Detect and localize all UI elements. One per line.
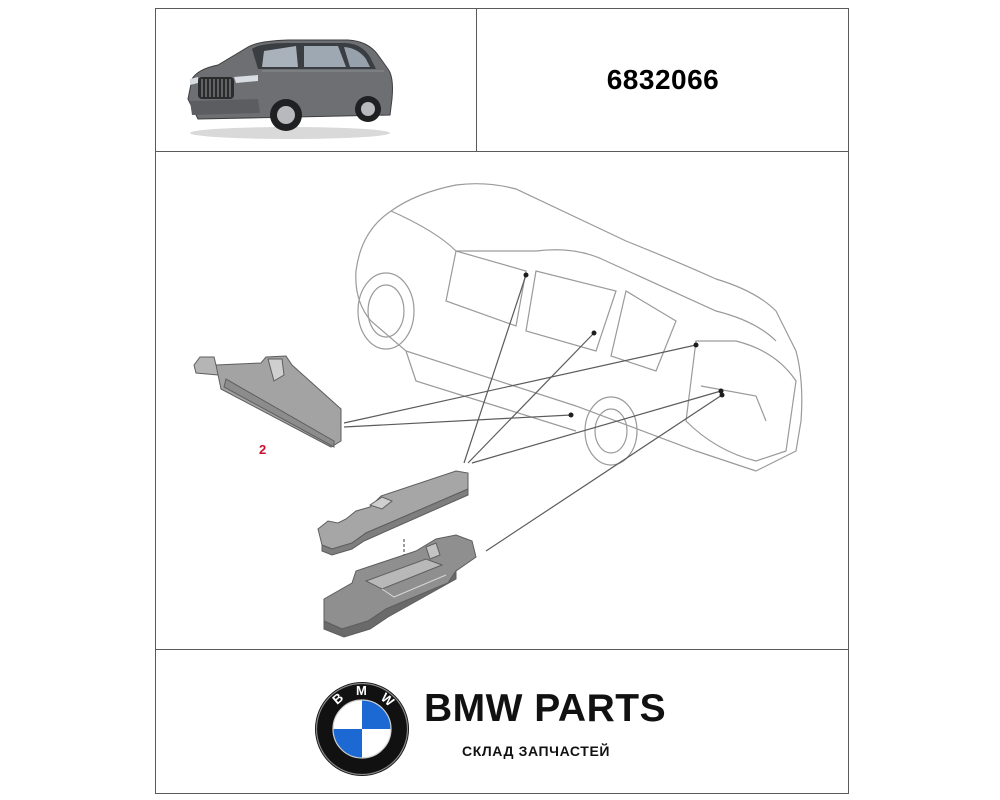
divider-footer: [156, 649, 848, 650]
divider-header: [156, 151, 848, 152]
divider-header-vertical: [476, 9, 477, 151]
svg-text:M: M: [356, 683, 367, 698]
part-number: 6832066: [606, 64, 720, 95]
vehicle-outline: [355, 183, 803, 472]
parts-diagram: 2: [193, 183, 803, 638]
leader-lines: [343, 274, 723, 571]
mounting-bracket: [323, 534, 477, 638]
sensor-module: [317, 470, 469, 556]
brand-footer: B M W BMW PARTS СКЛАД ЗАПЧАСТЕЙ: [156, 649, 850, 795]
parts-sheet-frame: 6832066: [155, 8, 849, 794]
bmw-logo: B M W: [315, 682, 409, 776]
brand-title: BMW PARTS: [424, 687, 667, 730]
vehicle-photo: [187, 39, 393, 139]
brand-subtitle: СКЛАД ЗАПЧАСТЕЙ: [462, 743, 611, 759]
part-callout-number: 2: [259, 442, 266, 457]
antenna-module: [193, 355, 342, 448]
